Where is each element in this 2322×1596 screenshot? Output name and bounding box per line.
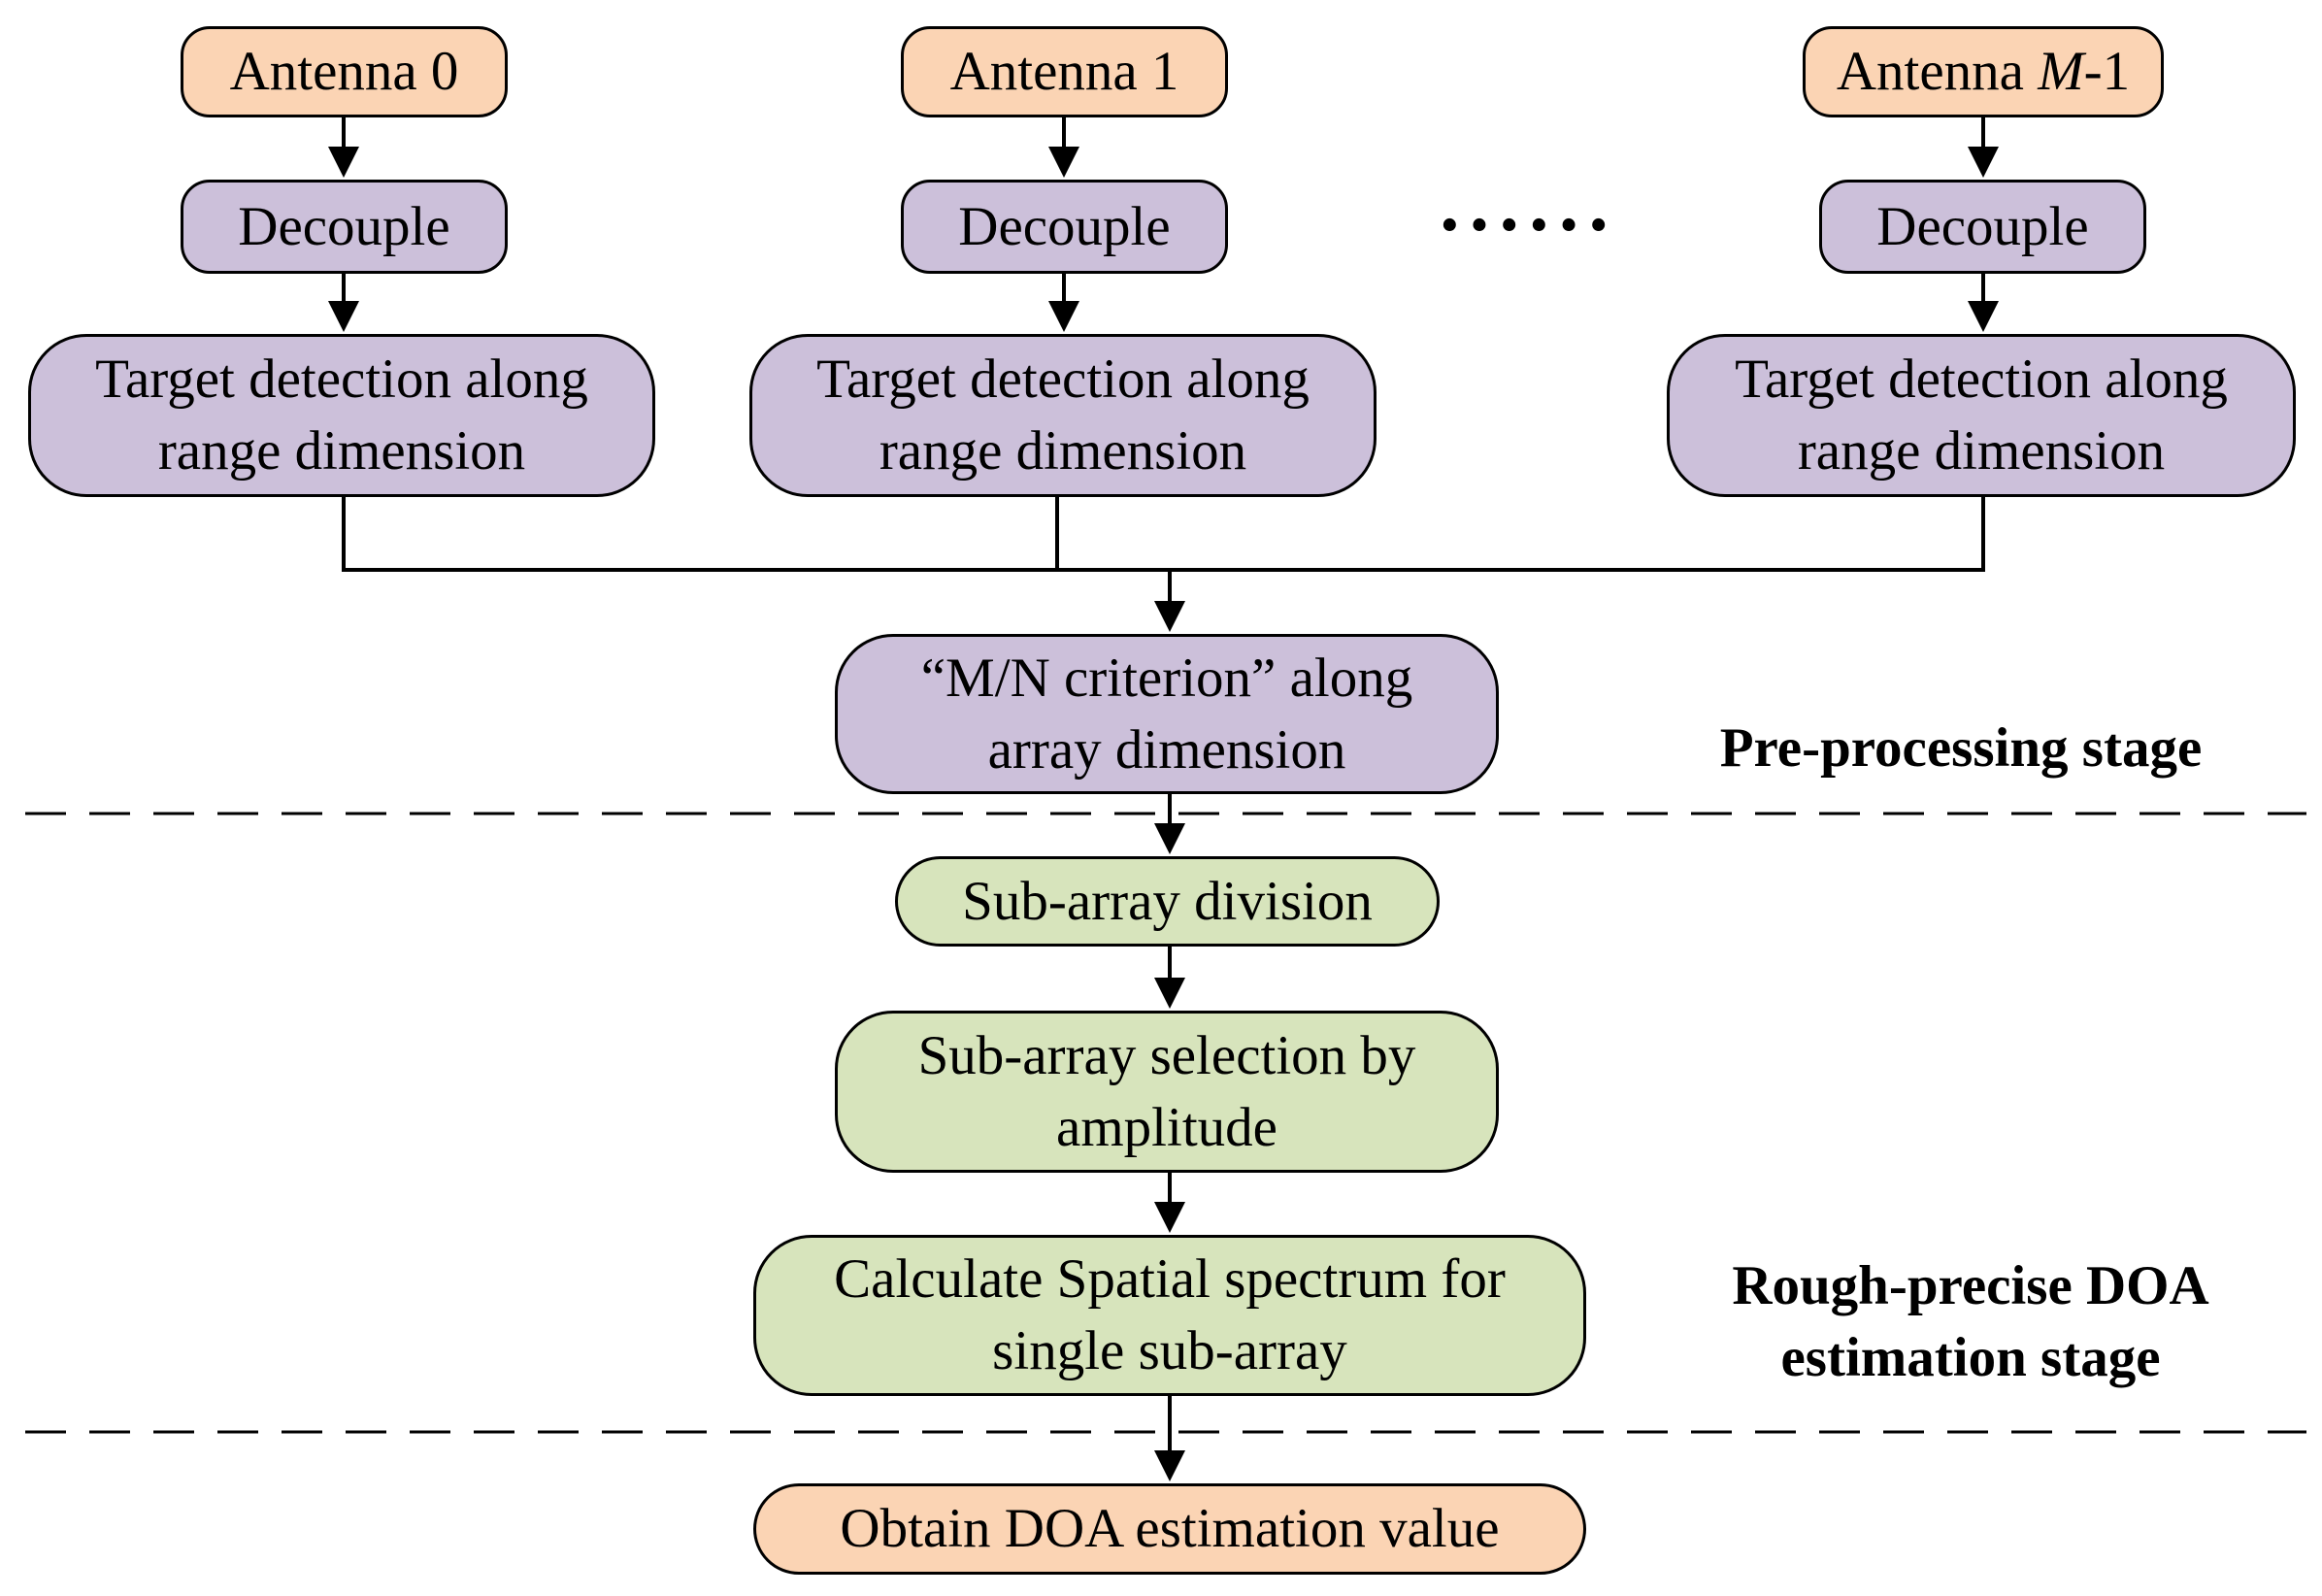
subarray-selection-line2: amplitude xyxy=(1056,1096,1277,1158)
subarray-selection-line1: Sub-array selection by xyxy=(917,1024,1416,1086)
rough-precise-stage-line2: estimation stage xyxy=(1780,1327,2161,1388)
detection-0-box: Target detection along range dimension xyxy=(28,334,655,497)
mn-criterion-box: “M/N criterion” along array dimension xyxy=(835,634,1499,794)
spatial-spectrum-line1: Calculate Spatial spectrum for xyxy=(834,1248,1506,1310)
subarray-selection-box: Sub-array selection by amplitude xyxy=(835,1011,1499,1173)
antenna-1-box: Antenna 1 xyxy=(901,26,1228,117)
antenna-0-label: Antenna 0 xyxy=(229,41,459,102)
detection-0-line1: Target detection along xyxy=(95,349,588,410)
rough-precise-stage-label: Rough-precise DOA estimation stage xyxy=(1650,1250,2291,1394)
preprocessing-stage-label: Pre-processing stage xyxy=(1719,717,2203,779)
doa-value-box: Obtain DOA estimation value xyxy=(753,1483,1586,1575)
antenna-m-box: Antenna M-1 xyxy=(1803,26,2164,117)
ellipsis-dots: ······ xyxy=(1437,183,1616,268)
doa-value-label: Obtain DOA estimation value xyxy=(840,1498,1500,1559)
detection-1-line1: Target detection along xyxy=(816,349,1310,410)
detection-m-line1: Target detection along xyxy=(1735,349,2228,410)
detection-m-box: Target detection along range dimension xyxy=(1667,334,2296,497)
rough-precise-stage-line1: Rough-precise DOA xyxy=(1732,1255,2209,1316)
detection-1-line2: range dimension xyxy=(879,420,1247,482)
antenna-m-label: Antenna M-1 xyxy=(1836,41,2131,102)
antenna-0-box: Antenna 0 xyxy=(181,26,508,117)
detection-1-box: Target detection along range dimension xyxy=(749,334,1377,497)
antenna-1-label: Antenna 1 xyxy=(949,41,1179,102)
subarray-division-label: Sub-array division xyxy=(962,870,1373,932)
detection-0-line2: range dimension xyxy=(157,420,526,482)
decouple-0-label: Decouple xyxy=(238,195,450,257)
spatial-spectrum-line2: single sub-array xyxy=(992,1320,1347,1381)
mn-criterion-line1: “M/N criterion” along xyxy=(920,647,1413,709)
detection-m-line2: range dimension xyxy=(1797,420,2166,482)
decouple-1-label: Decouple xyxy=(958,195,1171,257)
mn-criterion-line2: array dimension xyxy=(987,718,1346,781)
decouple-1-box: Decouple xyxy=(901,180,1228,274)
decouple-m-label: Decouple xyxy=(1876,195,2089,257)
decouple-m-box: Decouple xyxy=(1819,180,2146,274)
subarray-division-box: Sub-array division xyxy=(895,856,1440,947)
merge-line xyxy=(342,497,1985,572)
decouple-0-box: Decouple xyxy=(181,180,508,274)
spatial-spectrum-box: Calculate Spatial spectrum for single su… xyxy=(753,1235,1586,1396)
